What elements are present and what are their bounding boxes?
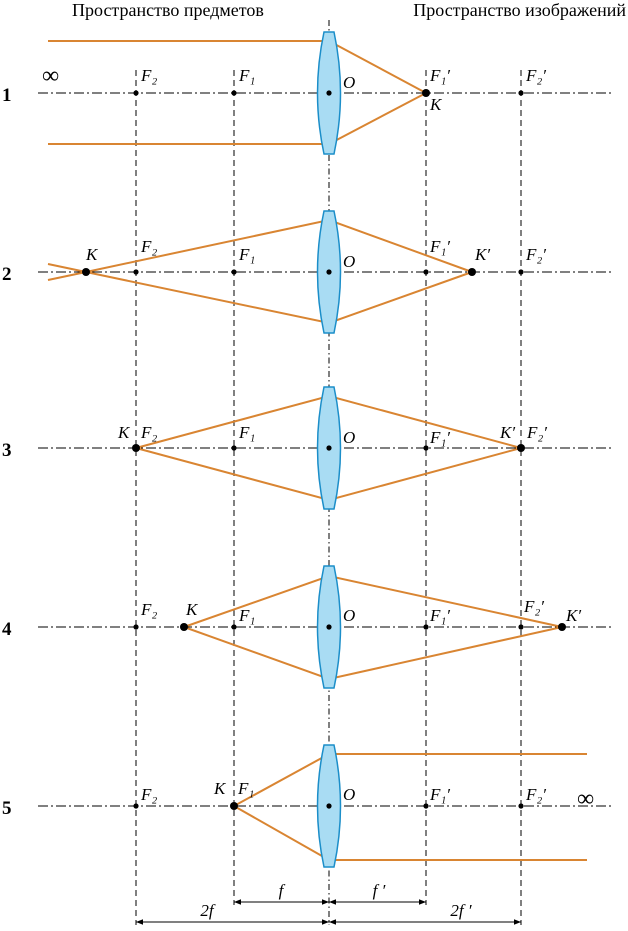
point-o xyxy=(326,445,332,451)
point-kp xyxy=(558,623,566,631)
ray-top xyxy=(47,218,473,281)
label-k: K xyxy=(429,95,443,114)
infinity-symbol: ∞ xyxy=(42,63,59,89)
label-f2: F₂ xyxy=(140,785,157,804)
label-o: O xyxy=(343,606,355,625)
point-f1 xyxy=(231,90,237,96)
case-4: 4 F₂ K F₁ O F₁′ F₂′ K′ xyxy=(2,565,612,689)
label-o: O xyxy=(343,73,355,92)
ray-bottom xyxy=(48,92,427,145)
label-f1: F₁ xyxy=(238,66,255,85)
case-3: 3 K F₂ F₁ O F₁′ K′ F₂′ xyxy=(2,386,612,510)
label-f2p: F₂′ xyxy=(523,597,544,616)
infinity-symbol: ∞ xyxy=(577,786,594,812)
label-f2: F₂ xyxy=(140,600,157,619)
case-number: 2 xyxy=(2,264,12,285)
label-k: K xyxy=(185,600,199,619)
point-f1p xyxy=(423,803,429,809)
case-2: 2 K F₂ F₁ O F₁′ K′ F₂′ xyxy=(2,210,612,334)
label-f1: F₁ xyxy=(238,606,255,625)
point-o xyxy=(326,269,332,275)
point-k xyxy=(82,268,90,276)
label-f1: F₁ xyxy=(238,245,255,264)
point-f1 xyxy=(231,269,237,275)
label-f2p: F₂′ xyxy=(525,245,546,264)
label-f1p: F₁′ xyxy=(429,606,450,625)
dim-label-f-prime: f ′ xyxy=(373,881,386,900)
point-f1p xyxy=(423,624,429,630)
point-f2 xyxy=(133,269,139,275)
label-f1: F₁ xyxy=(237,779,254,798)
point-k xyxy=(180,623,188,631)
ray-bottom xyxy=(183,626,563,681)
point-o xyxy=(326,90,332,96)
label-f1p: F₁′ xyxy=(429,237,450,256)
point-o xyxy=(326,803,332,809)
case-number: 3 xyxy=(2,440,12,461)
label-kp: K′ xyxy=(474,245,490,264)
label-f1p: F₁′ xyxy=(429,785,450,804)
point-kp xyxy=(468,268,476,276)
case-number: 1 xyxy=(2,85,12,106)
ray-bottom xyxy=(233,805,587,861)
ray-top xyxy=(48,40,427,94)
point-k-f2 xyxy=(132,444,140,452)
point-f1p xyxy=(423,269,429,275)
point-f1 xyxy=(231,445,237,451)
label-k: K xyxy=(85,245,99,264)
label-f1p: F₁′ xyxy=(429,428,450,447)
point-f2 xyxy=(133,803,139,809)
label-o: O xyxy=(343,428,355,447)
label-f2: F₂ xyxy=(140,423,157,442)
label-kp: K′ xyxy=(565,606,581,625)
label-kp: K′ xyxy=(499,423,515,442)
label-f1: F₁ xyxy=(238,423,255,442)
point-f2p xyxy=(518,624,524,630)
ray-bottom xyxy=(47,263,473,325)
label-f2: F₂ xyxy=(140,237,157,256)
point-k xyxy=(422,89,430,97)
point-f2p xyxy=(518,90,524,96)
image-space-header: Пространство изображений xyxy=(413,0,626,20)
label-f2p: F₂′ xyxy=(525,66,546,85)
dim-label-f: f xyxy=(279,881,286,900)
label-f2: F₂ xyxy=(140,66,157,85)
case-number: 5 xyxy=(2,798,12,819)
label-k: K xyxy=(117,423,131,442)
dim-label-2f-prime: 2f ′ xyxy=(450,901,471,920)
point-f2 xyxy=(133,90,139,96)
label-o: O xyxy=(343,252,355,271)
case-number: 4 xyxy=(2,619,12,640)
point-f2p xyxy=(518,269,524,275)
point-f2 xyxy=(133,624,139,630)
vertical-guides xyxy=(135,20,522,925)
label-o: O xyxy=(343,785,355,804)
case-5: 5 F₂ K F₁ O F₁′ F₂′ ∞ xyxy=(2,744,612,868)
point-f1 xyxy=(231,624,237,630)
dim-label-2f: 2f xyxy=(200,901,216,920)
label-k: K xyxy=(213,779,227,798)
label-f2p: F₂′ xyxy=(525,785,546,804)
label-f2p: F₂′ xyxy=(526,423,547,442)
case-1: 1 ∞ F₂ F₁ O F₁′ K F₂′ xyxy=(2,31,612,155)
label-f1p: F₁′ xyxy=(429,66,450,85)
point-f2p xyxy=(518,803,524,809)
point-k-f1 xyxy=(230,802,238,810)
dimension-lines: f f ′ 2f 2f ′ xyxy=(136,881,521,925)
point-o xyxy=(326,624,332,630)
point-f1p xyxy=(423,445,429,451)
object-space-header: Пространство предметов xyxy=(72,0,264,20)
point-kp-f2p xyxy=(517,444,525,452)
